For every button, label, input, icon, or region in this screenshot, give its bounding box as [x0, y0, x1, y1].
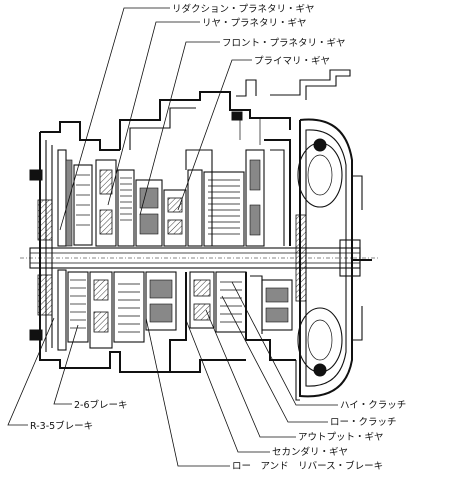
left-case: [29, 121, 170, 373]
leader-rear-planetary-gear: [107, 21, 200, 206]
upper-clutch-packs: [57, 149, 213, 247]
leader-brake-r-3-5: [7, 317, 55, 426]
leader-output-gear: [205, 309, 296, 438]
label-rear-planetary-gear: リヤ・プラネタリ・ギヤ: [202, 18, 307, 29]
leader-low-clutch: [221, 295, 328, 423]
leader-lines: [7, 7, 338, 467]
leader-high-clutch: [231, 281, 338, 406]
leader-low-and-reverse-brake: [145, 317, 230, 467]
transmission-drawing: [20, 69, 380, 401]
upper-housing: [119, 69, 351, 150]
labels: リダクション・プラネタリ・ギヤ リヤ・プラネタリ・ギヤ フロント・プラネタリ・ギ…: [30, 3, 406, 472]
central-clutch-region: [203, 139, 291, 247]
label-low-and-reverse-brake: ロー アンド リバース・ブレーキ: [232, 460, 383, 472]
torque-converter: [295, 118, 372, 398]
lower-section: [57, 269, 296, 372]
leader-secondary-gear: [185, 319, 270, 453]
label-reduction-planetary-gear: リダクション・プラネタリ・ギヤ: [172, 3, 315, 15]
label-brake-2-6: 2-6ブレーキ: [74, 399, 128, 411]
label-secondary-gear: セカンダリ・ギヤ: [272, 446, 348, 458]
label-front-planetary-gear: フロント・プラネタリ・ギヤ: [222, 38, 346, 49]
leader-brake-2-6: [53, 324, 79, 405]
label-low-clutch: ロー・クラッチ: [330, 417, 397, 428]
leader-primary-gear: [177, 59, 252, 211]
label-output-gear: アウトプット・ギヤ: [298, 432, 384, 443]
label-high-clutch: ハイ・クラッチ: [340, 400, 406, 411]
lower-case: [170, 359, 300, 401]
label-brake-r-3-5: R-3-5ブレーキ: [30, 420, 93, 432]
label-primary-gear: プライマリ・ギヤ: [254, 56, 330, 67]
leader-front-planetary-gear: [139, 41, 220, 216]
leader-reduction-planetary-gear: [59, 7, 170, 231]
